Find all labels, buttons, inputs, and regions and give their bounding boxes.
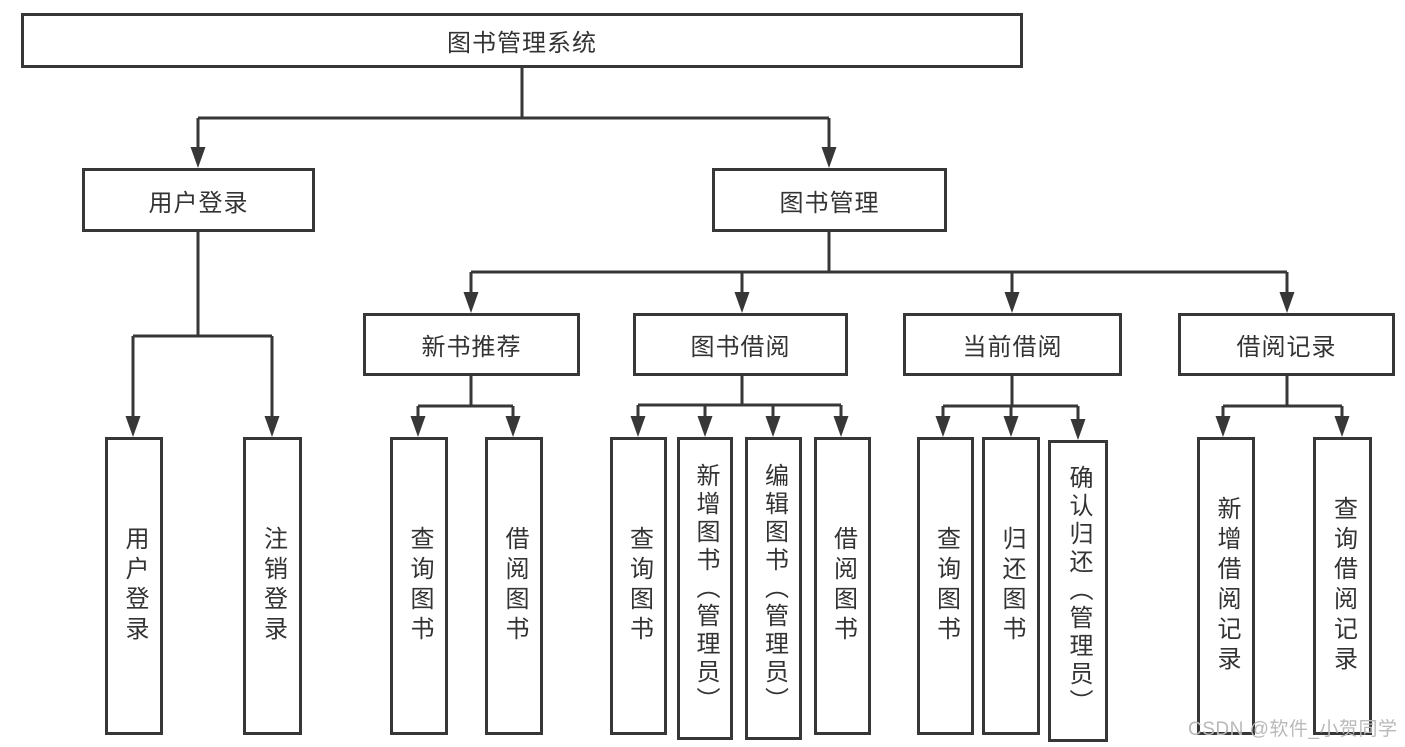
leaf-bb-add-book-admin: 新增图书（管理员） (677, 437, 733, 740)
leaf-label: 借阅图书 (829, 526, 857, 646)
leaf-bb-borrow-books: 借阅图书 (814, 437, 871, 735)
leaf-label: 查询图书 (406, 526, 433, 646)
leaf-br-add-borrow-record: 新增借阅记录 (1197, 437, 1255, 735)
leaf-label: 编辑图书（管理员） (760, 462, 788, 715)
node-user-login: 用户登录 (82, 168, 315, 232)
leaf-label: 新增借阅记录 (1213, 496, 1240, 676)
node-label: 借阅记录 (1236, 334, 1337, 361)
leaf-label: 新增图书（管理员） (692, 462, 719, 715)
leaf-nbr-borrow-books: 借阅图书 (485, 437, 543, 735)
node-current-borrowing: 当前借阅 (903, 313, 1122, 376)
leaf-label: 查询图书 (932, 526, 960, 646)
leaf-label: 归还图书 (998, 526, 1025, 646)
node-new-book-recommendation: 新书推荐 (363, 313, 580, 376)
csdn-watermark: CSDN @软件_小贺同学 (1188, 719, 1398, 740)
leaf-nbr-query-books: 查询图书 (390, 437, 448, 735)
node-label: 用户登录 (148, 189, 249, 217)
leaf-label: 注销登录 (259, 526, 287, 646)
node-label: 当前借阅 (962, 334, 1063, 361)
leaf-logout: 注销登录 (243, 437, 302, 735)
node-borrowing-records: 借阅记录 (1178, 313, 1395, 376)
leaf-br-query-borrow-record: 查询借阅记录 (1313, 437, 1372, 735)
node-library-management-system: 图书管理系统 (21, 13, 1023, 68)
leaf-cb-query-books: 查询图书 (917, 437, 974, 735)
leaf-label: 确认归还（管理员） (1065, 465, 1092, 717)
leaf-label: 查询图书 (625, 526, 653, 646)
leaf-user-login: 用户登录 (105, 437, 163, 735)
node-label: 新书推荐 (421, 334, 522, 361)
leaf-label: 用户登录 (121, 526, 148, 646)
arrowheads (125, 147, 1350, 440)
leaf-bb-query-books: 查询图书 (610, 437, 667, 735)
leaf-label: 借阅图书 (501, 526, 528, 646)
node-book-management: 图书管理 (712, 168, 947, 232)
node-label: 图书管理 (779, 189, 880, 217)
leaf-cb-return-books: 归还图书 (982, 437, 1040, 735)
node-book-borrowing: 图书借阅 (633, 313, 848, 376)
node-label: 图书借阅 (690, 334, 791, 361)
leaf-cb-confirm-return-admin: 确认归还（管理员） (1048, 440, 1108, 742)
leaf-label: 查询借阅记录 (1329, 496, 1357, 676)
node-label: 图书管理系统 (447, 30, 597, 57)
leaf-bb-edit-book-admin: 编辑图书（管理员） (745, 437, 802, 740)
